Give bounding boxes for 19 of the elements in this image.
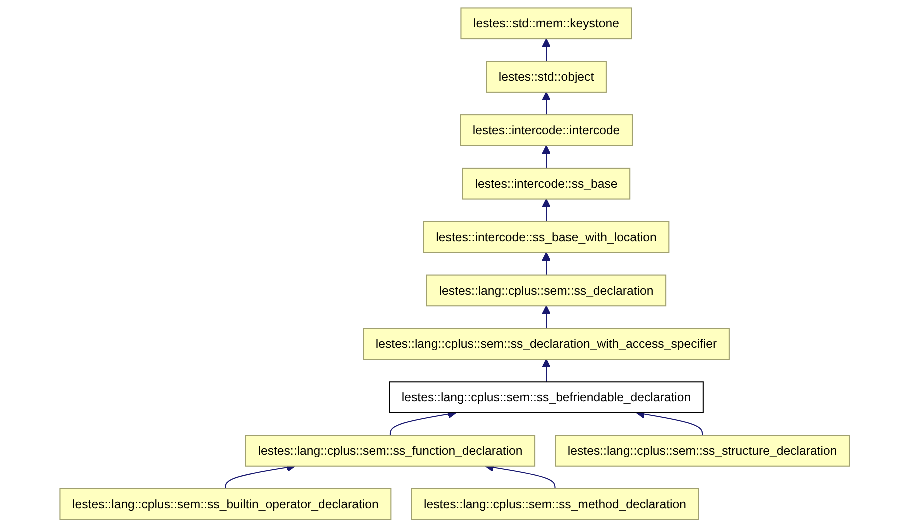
node-box: lestes::lang::cplus::sem::ss_declaration_with_access_specifier	[363, 328, 730, 360]
node-box: lestes::std::object	[486, 61, 608, 93]
node-box: lestes::lang::cplus::sem::ss_method_declaration	[411, 488, 700, 520]
node-box: lestes::intercode::intercode	[460, 114, 634, 146]
node-box: lestes::lang::cplus::sem::ss_befriendable_declaration	[389, 382, 704, 414]
node-box: lestes::lang::cplus::sem::ss_structure_declaration	[555, 435, 850, 467]
arrow	[542, 92, 552, 116]
arrow	[542, 252, 552, 276]
arrow	[542, 359, 552, 382]
node-box: lestes::std::mem::keystone	[460, 8, 632, 40]
arrow	[542, 306, 552, 329]
arrow	[542, 145, 552, 168]
node-box: lestes::lang::cplus::sem::ss_builtin_operator_declaration	[60, 488, 392, 520]
node-box: lestes::lang::cplus::sem::ss_declaration	[426, 274, 667, 307]
node-box: lestes::intercode::ss_base	[462, 168, 631, 200]
node-box: lestes::lang::cplus::sem::ss_function_declaration	[246, 435, 536, 467]
arrow	[542, 198, 552, 222]
arrow	[542, 38, 552, 62]
node-box: lestes::intercode::ss_base_with_location	[423, 221, 670, 254]
